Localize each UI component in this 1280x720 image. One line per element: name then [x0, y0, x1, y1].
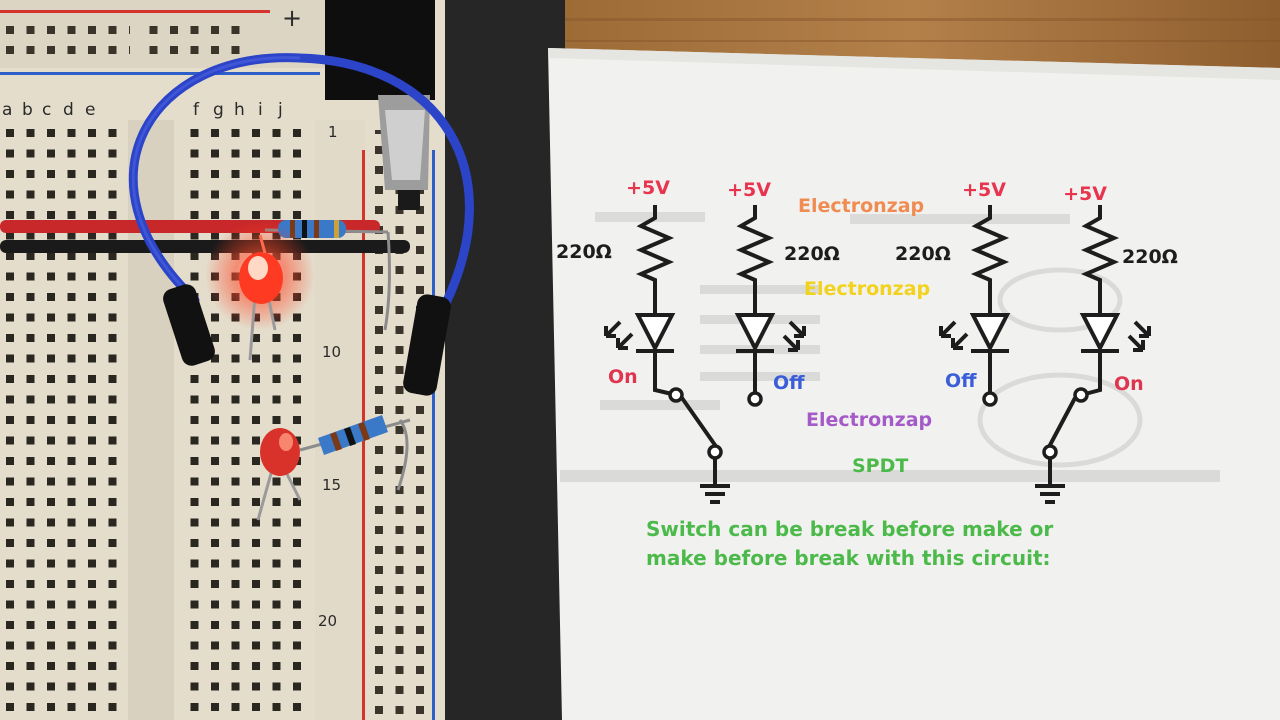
led-state-4: On — [1114, 373, 1144, 395]
paper-sheet — [548, 48, 1280, 720]
breadboard-col-g: g — [213, 100, 224, 120]
led-state-3: Off — [945, 370, 977, 392]
breadboard-row-15: 15 — [322, 476, 341, 494]
breadboard-rail-sign: + — [282, 4, 302, 32]
breadboard-col-b: b — [22, 100, 33, 120]
breadboard-right-holes — [180, 128, 305, 720]
watermark-1: Electronzap — [798, 195, 924, 217]
black-ground-wire — [0, 240, 410, 253]
watermark-3: Electronzap — [806, 409, 932, 431]
breadboard-row-10: 10 — [322, 343, 341, 361]
blue-jumper-wire — [128, 53, 474, 396]
supply-label-3: +5V — [962, 179, 1006, 201]
caption-line-1: Switch can be break before make or — [646, 517, 1053, 541]
led-state-1: On — [608, 366, 638, 388]
breadboard-col-i: i — [258, 100, 263, 120]
switch-type-label: SPDT — [852, 455, 908, 477]
breadboard-col-a: a — [2, 100, 12, 120]
led-bottom-unlit — [256, 428, 302, 521]
resistor-label-3: 220Ω — [895, 243, 951, 265]
resistor-label-2: 220Ω — [784, 243, 840, 265]
resistor-label-4: 220Ω — [1122, 246, 1178, 268]
breadboard-col-f: f — [193, 100, 200, 120]
led-state-2: Off — [773, 372, 805, 394]
breadboard-left-holes — [0, 128, 125, 720]
led-light-arrows — [604, 320, 1151, 352]
breadboard-col-h: h — [234, 100, 245, 120]
switch-contacts — [668, 387, 1089, 460]
resistor-bottom — [299, 415, 411, 491]
breadboard-col-d: d — [63, 100, 74, 120]
resistor-label-1: 220Ω — [556, 241, 612, 263]
breadboard-col-j: j — [277, 100, 283, 120]
supply-label-4: +5V — [1063, 183, 1107, 205]
caption-line-2: make before break with this circuit: — [646, 546, 1051, 570]
led-symbols — [634, 313, 1121, 353]
led-top-lit — [205, 220, 315, 361]
watermark-2: Electronzap — [804, 278, 930, 300]
alligator-clip — [325, 0, 435, 210]
breadboard-col-c: c — [42, 100, 51, 120]
breadboard-col-e: e — [85, 100, 95, 120]
breadboard-row-20: 20 — [318, 612, 337, 630]
supply-label-2: +5V — [727, 179, 771, 201]
supply-label-1: +5V — [626, 177, 670, 199]
breadboard-row-1: 1 — [328, 123, 338, 141]
schematic — [635, 205, 1120, 504]
dark-mat — [440, 0, 565, 720]
